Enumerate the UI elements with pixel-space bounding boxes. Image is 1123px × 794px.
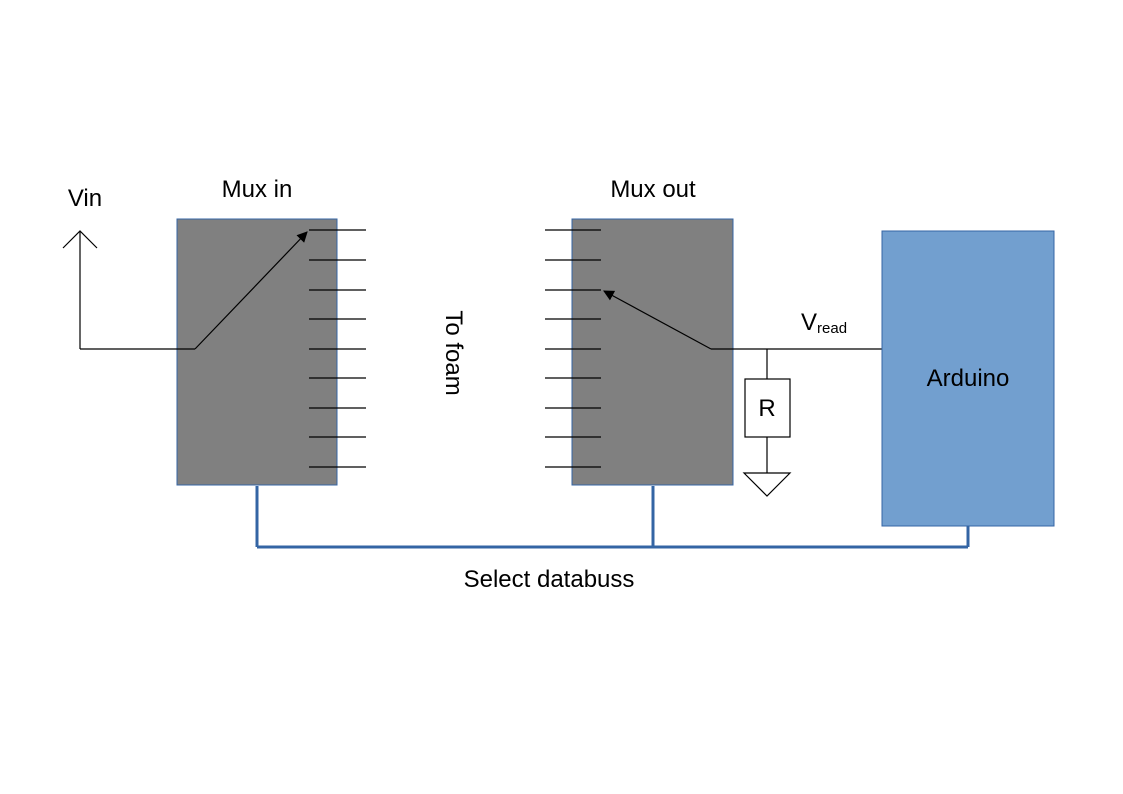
resistor: [744, 378, 791, 438]
to-foam-label: To foam: [440, 310, 467, 395]
vin-source: [62, 230, 195, 350]
select-databuss-label: Select databuss: [464, 566, 635, 593]
mux-in-block: [176, 218, 338, 486]
ground-symbol: [742, 472, 792, 497]
mux-out-switch-arrow: [603, 290, 712, 350]
arduino-label: Arduino: [927, 365, 1010, 392]
mux-out-pins: [545, 229, 601, 468]
mux-in-switch-arrow: [194, 231, 308, 350]
mux-in-pins: [309, 229, 366, 468]
vread-subscript: read: [817, 320, 847, 337]
mux-out-block: [571, 218, 734, 486]
select-databuss: [255, 486, 970, 549]
vread-main: V: [801, 309, 817, 336]
arduino-block: [881, 230, 1055, 527]
vin-label: Vin: [68, 185, 102, 212]
resistor-label: R: [758, 395, 775, 422]
mux-out-label: Mux out: [610, 176, 696, 203]
mux-in-label: Mux in: [222, 176, 293, 203]
vread-label: Vread: [801, 309, 847, 337]
